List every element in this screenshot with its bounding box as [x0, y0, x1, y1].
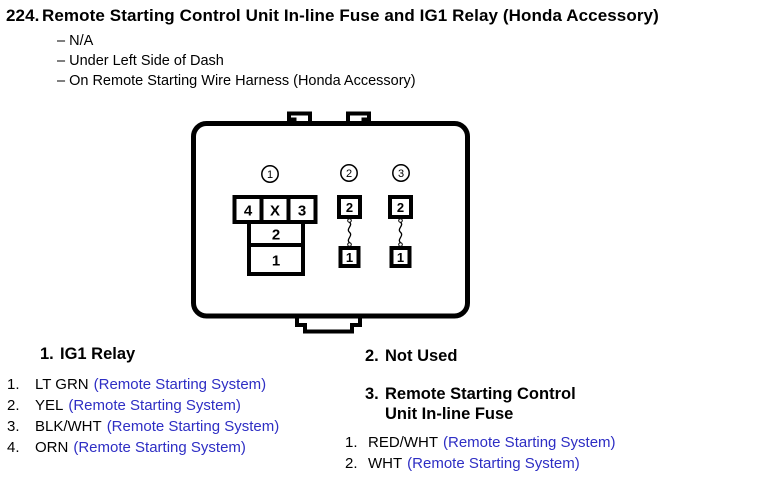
- wire-color: RED/WHT: [368, 434, 438, 451]
- pin-list: 1. RED/WHT (Remote Starting System) 2. W…: [345, 434, 760, 476]
- callout-1-label: 1: [267, 169, 273, 181]
- conn3-cell-2: 2: [397, 200, 404, 215]
- system-link[interactable]: (Remote Starting System): [68, 397, 241, 414]
- system-link[interactable]: (Remote Starting System): [73, 439, 246, 456]
- section-right-column: 2. Not Used 3. Remote Starting Control U…: [345, 346, 760, 476]
- conn3-cell-1: 1: [397, 250, 404, 265]
- relay-cell-3: 3: [298, 202, 306, 219]
- pin-row: 1. LT GRN (Remote Starting System): [7, 376, 337, 397]
- bottom-clip: [295, 316, 362, 334]
- pin-row: 2. YEL (Remote Starting System): [7, 397, 337, 418]
- system-link[interactable]: (Remote Starting System): [93, 376, 267, 393]
- pin-number: 2.: [7, 397, 20, 414]
- callout-3: 3: [392, 164, 410, 182]
- section-title: Not Used: [385, 347, 458, 365]
- relay-cell-x: X: [270, 202, 280, 219]
- relay-cell-2: 2: [272, 226, 280, 243]
- section-title: IG1 Relay: [60, 345, 136, 363]
- relay-cell-1: 1: [272, 252, 280, 269]
- note-line: – N/A: [57, 33, 94, 49]
- pin-list: 1. LT GRN (Remote Starting System) 2. YE…: [7, 376, 337, 460]
- pin-number: 2.: [345, 455, 358, 472]
- wire-color: WHT: [368, 455, 403, 472]
- top-clip-left: [287, 111, 312, 125]
- wire-squiggle: [347, 221, 352, 244]
- pin-row: 2. WHT (Remote Starting System): [345, 455, 760, 476]
- wire-color: LT GRN: [35, 376, 89, 393]
- callout-1: 1: [261, 165, 279, 183]
- connector-housing-outline: [191, 121, 470, 319]
- section-ig1-relay: 1. IG1 Relay 1. LT GRN (Remote Starting …: [7, 344, 337, 460]
- pin-row: 1. RED/WHT (Remote Starting System): [345, 434, 760, 455]
- conn2-cell-1: 1: [346, 250, 353, 265]
- fuse-connector-3: 2 1: [388, 195, 413, 268]
- section-number: 2.: [365, 347, 379, 365]
- wire-color: ORN: [35, 439, 69, 456]
- section-heading: 1. IG1 Relay: [40, 344, 337, 364]
- fuse-connector-2: 2 1: [337, 195, 362, 268]
- pin-number: 1.: [7, 376, 20, 393]
- top-clip-right: [346, 111, 371, 125]
- wire-color: YEL: [35, 397, 64, 414]
- item-number: 224.: [6, 6, 40, 25]
- note-line: – On Remote Starting Wire Harness (Honda…: [57, 73, 416, 89]
- section-title-line1: Remote Starting Control: [385, 385, 576, 403]
- pin-number: 3.: [7, 418, 20, 435]
- wire-squiggle: [398, 221, 403, 244]
- note-line: – Under Left Side of Dash: [57, 53, 224, 69]
- pin-number: 1.: [345, 434, 358, 451]
- system-link[interactable]: (Remote Starting System): [106, 418, 280, 435]
- section-title-line2: Unit In-line Fuse: [385, 405, 514, 423]
- callout-2: 2: [340, 164, 358, 182]
- connector-diagram: 1 2 3 4 X 3 2 1: [191, 111, 470, 334]
- section-number: 3.: [365, 385, 379, 403]
- pin-number: 4.: [7, 439, 20, 456]
- section-number: 1.: [40, 345, 54, 363]
- page-title: 224. Remote Starting Control Unit In-lin…: [6, 6, 659, 26]
- location-notes: – N/A – Under Left Side of Dash – On Rem…: [57, 31, 416, 91]
- pin-row: 3. BLK/WHT (Remote Starting System): [7, 418, 337, 439]
- section-title: Remote Starting Control Unit In-line Fus…: [385, 384, 576, 424]
- callout-2-label: 2: [346, 168, 352, 180]
- conn2-cell-2: 2: [346, 200, 353, 215]
- relay-cell-4: 4: [244, 202, 253, 219]
- callout-3-label: 3: [398, 168, 404, 180]
- section-heading-fuse: 3. Remote Starting Control Unit In-line …: [365, 384, 760, 424]
- item-title-text: Remote Starting Control Unit In-line Fus…: [42, 6, 659, 25]
- section-heading-not-used: 2. Not Used: [365, 346, 760, 366]
- system-link[interactable]: (Remote Starting System): [443, 434, 616, 451]
- relay-connector: 4 X 3 2 1: [232, 195, 318, 276]
- wire-color: BLK/WHT: [35, 418, 102, 435]
- system-link[interactable]: (Remote Starting System): [407, 455, 580, 472]
- pin-row: 4. ORN (Remote Starting System): [7, 439, 337, 460]
